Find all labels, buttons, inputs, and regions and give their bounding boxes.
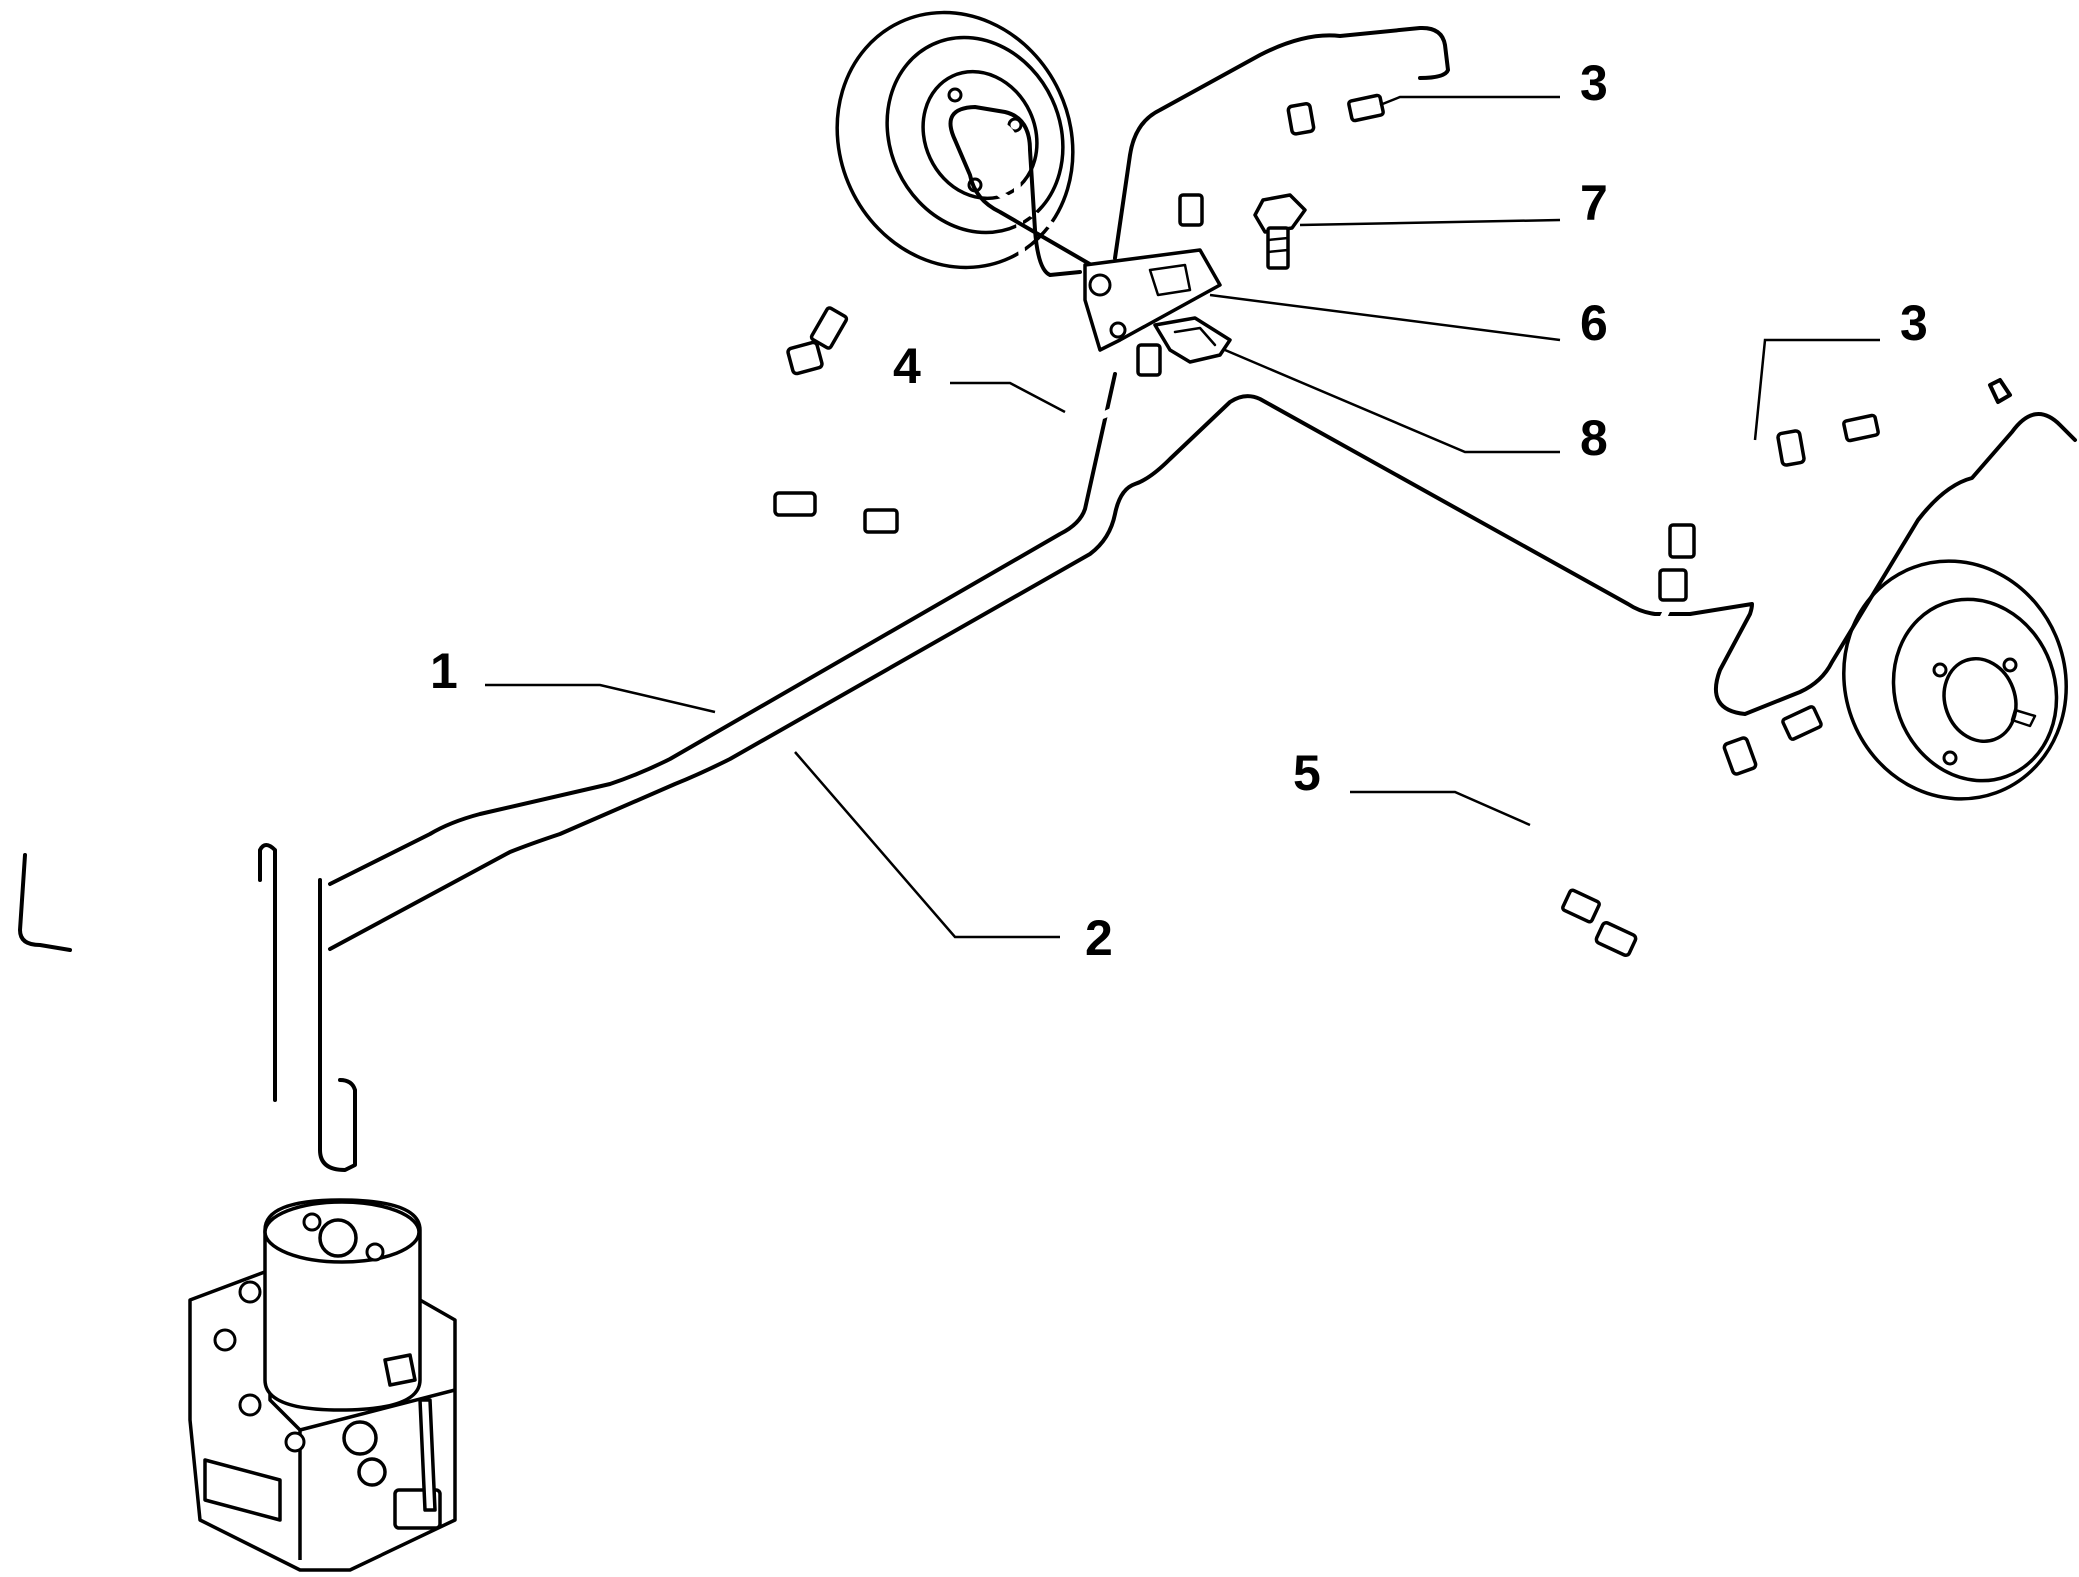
callout-6: 6 (1580, 295, 1608, 351)
flexible-hose-right-bottom (1594, 705, 1823, 969)
flexible-hose-right-top (1668, 413, 1884, 559)
callout-4: 4 (893, 338, 921, 394)
left-brake-drum (835, 10, 1075, 270)
brake-pipe-5 (1546, 568, 1688, 924)
callout-leaders (485, 95, 1880, 939)
callout-1: 1 (430, 643, 458, 699)
callout-3-top: 3 (1580, 55, 1608, 111)
flexible-hose-left (696, 306, 849, 517)
callout-8: 8 (1580, 410, 1608, 466)
bolt-7 (1253, 193, 1307, 270)
brake-pipe-2 (326, 378, 1694, 951)
right-brake-drum (1842, 559, 2068, 801)
right-drum-pipe-loop (1686, 378, 2079, 716)
brake-pipe-4 (863, 343, 1162, 534)
bracket-6 (1083, 248, 1222, 352)
brake-pipe-1 (326, 356, 1119, 886)
callouts: 1 2 3 3 4 5 6 7 8 (430, 55, 1928, 966)
callout-5: 5 (1293, 745, 1321, 801)
abs-pipe-loops (18, 843, 357, 1172)
clip-8 (1153, 316, 1232, 364)
left-drum-pipe-loop (948, 8, 1469, 294)
flexible-hose-top (1178, 93, 1385, 229)
callout-3-right: 3 (1900, 295, 1928, 351)
callout-2: 2 (1085, 910, 1113, 966)
abs-hydraulic-unit (188, 1198, 457, 1572)
callout-7: 7 (1580, 175, 1608, 231)
